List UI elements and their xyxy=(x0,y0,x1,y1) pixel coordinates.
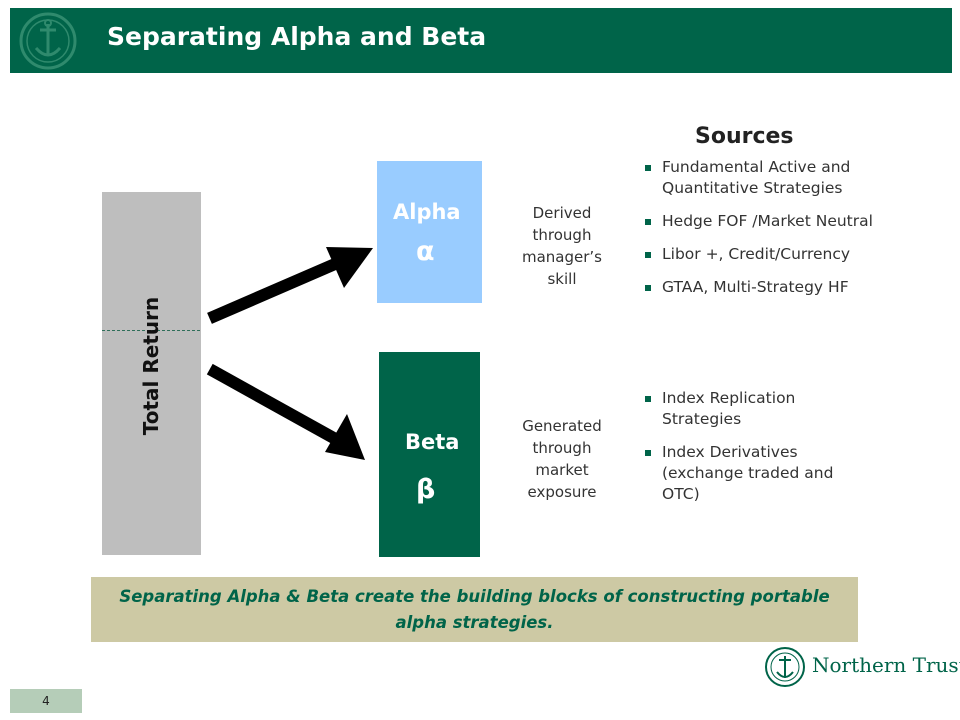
anchor-seal-icon xyxy=(19,12,77,70)
list-item-text: Index Replication Strategies xyxy=(662,389,796,428)
list-item-text: Index Derivatives (exchange traded and O… xyxy=(662,443,834,503)
header-bar: Separating Alpha and Beta xyxy=(10,8,952,73)
list-item: Index Replication Strategies xyxy=(645,388,835,430)
alpha-sources-list: Fundamental Active and Quantitative Stra… xyxy=(645,157,935,310)
list-item: Libor +, Credit/Currency xyxy=(645,244,935,265)
page-title: Separating Alpha and Beta xyxy=(107,22,487,51)
square-bullet-icon xyxy=(645,396,651,402)
list-item: Index Derivatives (exchange traded and O… xyxy=(645,442,835,505)
square-bullet-icon xyxy=(645,165,651,171)
beta-description: Generated through market exposure xyxy=(522,417,602,501)
brand-name: Northern Trust xyxy=(812,653,960,677)
sources-heading: Sources xyxy=(695,124,794,149)
list-item-text: GTAA, Multi-Strategy HF xyxy=(662,278,849,296)
list-item-text: Hedge FOF /Market Neutral xyxy=(662,212,873,230)
beta-symbol: β xyxy=(416,474,436,505)
square-bullet-icon xyxy=(645,285,651,291)
beta-sources-list: Index Replication Strategies Index Deriv… xyxy=(645,388,835,517)
total-return-divider xyxy=(102,330,200,331)
alpha-description: Derived through manager’s skill xyxy=(521,204,602,288)
beta-block xyxy=(379,352,480,557)
square-bullet-icon xyxy=(645,219,651,225)
list-item: Hedge FOF /Market Neutral xyxy=(645,211,935,232)
list-item-text: Libor +, Credit/Currency xyxy=(662,245,851,263)
list-item: Fundamental Active and Quantitative Stra… xyxy=(645,157,935,199)
page-number: 4 xyxy=(10,689,82,713)
alpha-symbol: α xyxy=(416,236,435,267)
alpha-label: Alpha xyxy=(393,200,461,224)
anchor-seal-icon xyxy=(765,647,805,687)
list-item-text: Fundamental Active and Quantitative Stra… xyxy=(662,158,851,197)
summary-callout-text: Separating Alpha & Beta create the build… xyxy=(119,586,830,632)
arrow-right-icon xyxy=(206,363,365,460)
square-bullet-icon xyxy=(645,252,651,258)
square-bullet-icon xyxy=(645,450,651,456)
list-item: GTAA, Multi-Strategy HF xyxy=(645,277,935,298)
alpha-block xyxy=(377,161,482,303)
total-return-bar xyxy=(102,192,201,555)
arrow-right-icon xyxy=(207,247,373,324)
summary-callout: Separating Alpha & Beta create the build… xyxy=(91,577,858,642)
beta-label: Beta xyxy=(405,430,460,454)
